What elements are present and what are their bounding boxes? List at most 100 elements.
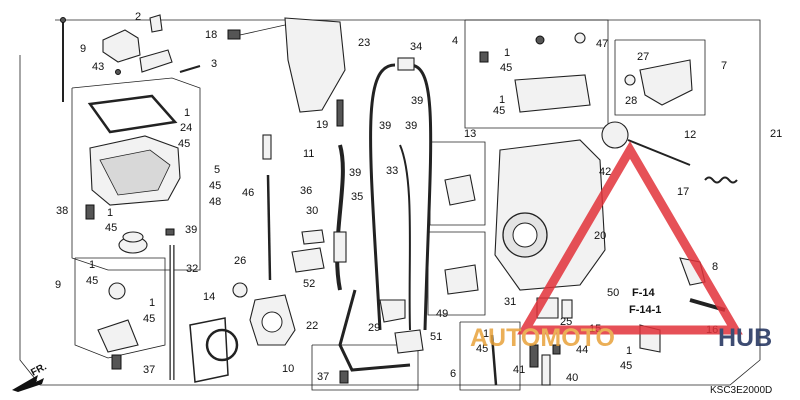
part-number-label: 8 [712,261,718,273]
part-number-label: 9 [80,43,86,55]
part-number-label: 1 [107,207,113,219]
part-number-label: 45 [209,180,221,192]
o-ring-14-b [205,328,239,362]
fitting-30 [333,231,347,263]
carb-intake-bore [512,222,538,248]
bracket-52 [291,247,325,273]
tube-35 [335,144,345,291]
screw-1-top [535,35,545,45]
part-number-label: 37 [143,364,155,376]
part-number-label: 13 [464,128,476,140]
part-number-label: 37 [317,371,329,383]
part-number-label: 29 [368,322,380,334]
part-number-label: 4 [452,35,458,47]
screw-37-lever [339,370,349,384]
clip-47 [574,32,586,44]
pump-cover [97,319,139,353]
part-number-label: 9 [55,279,61,291]
part-number-label: 7 [721,60,727,72]
watermark-triangle [517,141,743,335]
part-number-label: 33 [386,165,398,177]
ref-label-f14-1: F-14-1 [629,304,661,316]
part-number-label: 45 [105,222,117,234]
plug-drain [122,231,144,243]
frame-lever-set-b [427,231,486,316]
cable-33 [399,144,411,331]
front-label: FR. [29,361,49,378]
part-number-label: 35 [351,191,363,203]
spring-pump [108,282,126,300]
part-number-label: 39 [379,120,391,132]
part-number-label: 1 [89,259,95,271]
part-number-label: 2 [135,11,141,23]
part-number-label: 18 [205,29,217,41]
gasket-14-a [189,317,229,383]
part-number-label: 32 [186,263,198,275]
frame-pump-rod [459,321,521,391]
part-number-label: 5 [214,164,220,176]
part-number-label: 11 [303,148,314,160]
cable-34-end [397,57,415,71]
bolt-18 [227,29,241,40]
part-number-label: 26 [234,255,246,267]
part-number-label: 1 [626,345,632,357]
link-49 [444,264,479,295]
part-number-label: 47 [596,38,608,50]
cable-34 [369,63,433,331]
plate-29 [379,299,406,323]
leader-18 [239,24,286,36]
clip-11 [262,134,272,160]
watermark-text-1: AUTOMOTO [470,324,615,352]
part-number-label: 10 [282,363,294,375]
frame-throttle-link [614,39,706,116]
part-number-label: 1 [149,297,155,309]
part-number-label: 24 [180,122,192,134]
part-number-label: 44 [576,344,588,356]
screw-43 [115,69,121,75]
link-13 [444,174,476,206]
part-number-label: 3 [211,58,217,70]
part-number-label: 14 [203,291,215,303]
part-number-label: 1 [504,47,510,59]
ref-label-f14: F-14 [632,287,656,299]
part-number-label: 20 [594,230,606,242]
part-number-label: 45 [493,105,505,117]
part-number-label: 40 [566,372,578,384]
part-number-label: 27 [637,51,649,63]
part-number-label: 52 [303,278,315,290]
top-cover-4 [514,74,591,113]
needle-36 [266,174,272,281]
watermark-text-2: HUB [718,324,772,352]
part-number-label: 45 [500,62,512,74]
part-number-label: 22 [306,320,318,332]
part-number-label: 39 [349,167,361,179]
part-number-label: 45 [476,343,488,355]
pulley-12 [601,121,629,149]
part-number-label: 43 [92,61,104,73]
frame-top-cover [464,19,609,129]
frame-cable-bracket [311,344,419,391]
gasket-24 [87,94,178,134]
part-number-label: 46 [242,187,254,199]
lever-10 [338,289,411,372]
part-number-label: 50 [607,287,619,299]
diagram-code: KSC3E2000D [710,385,772,396]
part-number-label: 51 [430,331,442,343]
plug-39 [165,228,175,236]
jet-44 [552,344,561,355]
part-number-label: 36 [300,185,312,197]
part-number-label: 17 [677,186,689,198]
watermark-logo: AUTOMOTO HUB [470,141,772,352]
part-number-label: 25 [560,316,572,328]
jet-40 [541,354,551,386]
rod-6 [490,334,498,386]
bracket-52b [301,229,325,245]
part-number-label: 12 [684,129,696,141]
part-number-label: 39 [185,224,197,236]
part-number-label: 45 [178,138,190,150]
part-number-label: 19 [316,119,328,131]
part-number-label: 1 [483,328,489,340]
float-chamber-inner [99,149,171,196]
